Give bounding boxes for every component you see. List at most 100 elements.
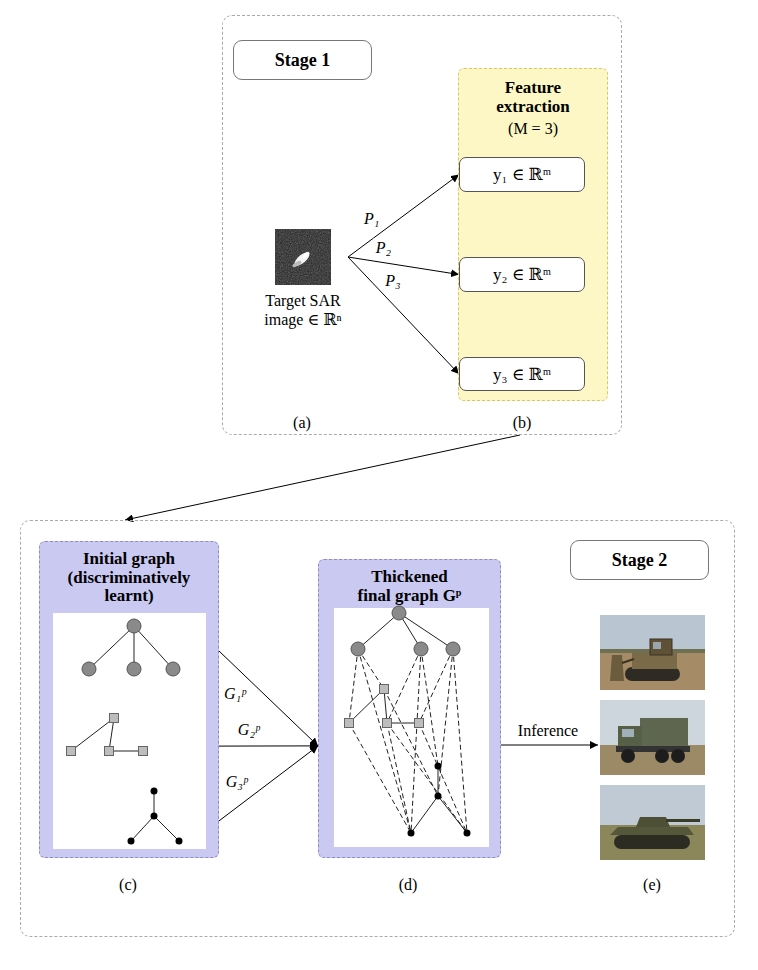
- sar-image: [275, 229, 331, 285]
- initial-graphs: [150, 787, 157, 794]
- panel-letter-holder: (c): [117, 875, 139, 894]
- bulldozer-photo: [622, 659, 634, 663]
- sar-image: [302, 251, 311, 259]
- sar-image: [275, 229, 331, 285]
- stage-label: Stage 2: [570, 540, 709, 580]
- initial-graphs: [166, 662, 180, 676]
- thickened-graph: [349, 649, 467, 833]
- edge-label-holder: P₁: [362, 210, 381, 229]
- truck-photo: [621, 749, 635, 763]
- edge-label: P₂: [374, 239, 393, 258]
- thickened-graph: [437, 766, 438, 796]
- initial-graphs: [131, 816, 154, 841]
- arrow-connector: [219, 651, 318, 746]
- edge-label-holder: G₂ᵖ: [236, 720, 262, 739]
- sar-image: [275, 229, 331, 285]
- panel-letter-holder: (a): [291, 413, 313, 432]
- thickened-graph: [384, 689, 387, 723]
- panel-title: Feature extraction: [477, 79, 589, 116]
- truck-photo: [671, 749, 685, 763]
- truck-photo: [655, 749, 669, 763]
- bulldozer-photo: [600, 615, 705, 690]
- initial-graphs: [127, 662, 141, 676]
- thickened-graph: [421, 649, 438, 766]
- thickened-graph: [414, 642, 428, 656]
- feature-box: y₂ ∈ ℝᵐ: [459, 257, 585, 292]
- bulldozer-photo: [653, 642, 661, 649]
- thickened-graph: [349, 613, 467, 833]
- stage-label: Stage 1: [233, 40, 372, 80]
- truck-photo: [622, 729, 634, 737]
- thickened-graph: [382, 718, 391, 727]
- panel-letter-holder: (b): [511, 413, 534, 432]
- bulldozer-photo: [600, 615, 705, 690]
- panel-letter: (b): [511, 413, 534, 432]
- sar-image-node: Target SAR image ∈ ℝⁿ: [258, 229, 348, 329]
- initial-graphs: [127, 787, 182, 844]
- graph-panel: Thickened final graph Gᵖ: [318, 559, 501, 858]
- thickened-graph: [358, 613, 399, 649]
- edge-label-holder: G₃ᵖ: [224, 773, 250, 792]
- bulldozer-photo: [610, 655, 624, 681]
- thickened-graph: [334, 608, 489, 847]
- truck-photo: [600, 700, 705, 775]
- thickened-graph: [434, 792, 441, 799]
- thickened-graph: [446, 642, 460, 656]
- feature-vector: y₃ ∈ ℝᵐ: [493, 364, 551, 385]
- bulldozer-photo: [650, 639, 672, 655]
- arrow-connector: [219, 745, 318, 746]
- edge-label: P₁: [362, 210, 381, 229]
- initial-graphs: [153, 791, 154, 816]
- panel-letter-holder: (e): [641, 875, 663, 894]
- truck-photo: [600, 745, 705, 775]
- tank-photo: [666, 819, 700, 822]
- arrow-label: Inference: [516, 721, 580, 740]
- arrow-connector: [125, 435, 520, 520]
- feature-vector: y₁ ∈ ℝᵐ: [493, 164, 551, 185]
- edge-label: G₂ᵖ: [236, 720, 262, 739]
- initial-graphs: [109, 750, 143, 751]
- initial-graphs: [104, 746, 113, 755]
- tank-photo: [610, 827, 694, 835]
- thickened-graph: [349, 723, 411, 833]
- panel-letter: (c): [117, 875, 139, 894]
- feature-box: y₁ ∈ ℝᵐ: [459, 157, 585, 192]
- tank-photo: [600, 785, 705, 860]
- initial-graphs: [127, 619, 141, 633]
- thickened-graph: [411, 649, 421, 833]
- panel-letter: (e): [641, 875, 663, 894]
- thickened-graph: [351, 642, 365, 656]
- sar-image: [275, 229, 331, 285]
- feature-box: y₃ ∈ ℝᵐ: [459, 357, 585, 391]
- initial-graphs: [53, 613, 206, 849]
- arrow-connector: [348, 257, 459, 374]
- edge-label: P₃: [383, 271, 402, 290]
- initial-graphs: [175, 837, 182, 844]
- panel-letter: (a): [291, 413, 313, 432]
- panel-subtitle: (M = 3): [459, 120, 607, 138]
- tank-photo: [600, 825, 705, 860]
- initial-graphs: [82, 619, 180, 676]
- thickened-graph: [387, 723, 467, 833]
- initial-graphs: [127, 837, 134, 844]
- thickened-graph: [351, 606, 460, 656]
- initial-graphs: [109, 713, 118, 722]
- initial-graphs: [82, 662, 96, 676]
- truck-photo: [640, 718, 688, 748]
- truck-photo: [618, 726, 642, 748]
- arrow-connector: [348, 175, 459, 258]
- initial-graphs: [134, 626, 173, 669]
- graph-panel: Initial graph (discriminatively learnt): [39, 541, 219, 858]
- thickened-graph: [414, 718, 423, 727]
- thickened-graph: [411, 796, 438, 833]
- tank-photo: [636, 817, 670, 827]
- thickened-graph: [379, 684, 388, 693]
- panel-letter: (d): [397, 875, 420, 894]
- thickened-graph: [407, 762, 470, 836]
- thickened-graph: [434, 762, 441, 769]
- inference-arrow: [500, 745, 598, 746]
- tank-photo: [614, 835, 690, 849]
- initial-graphs: [150, 812, 157, 819]
